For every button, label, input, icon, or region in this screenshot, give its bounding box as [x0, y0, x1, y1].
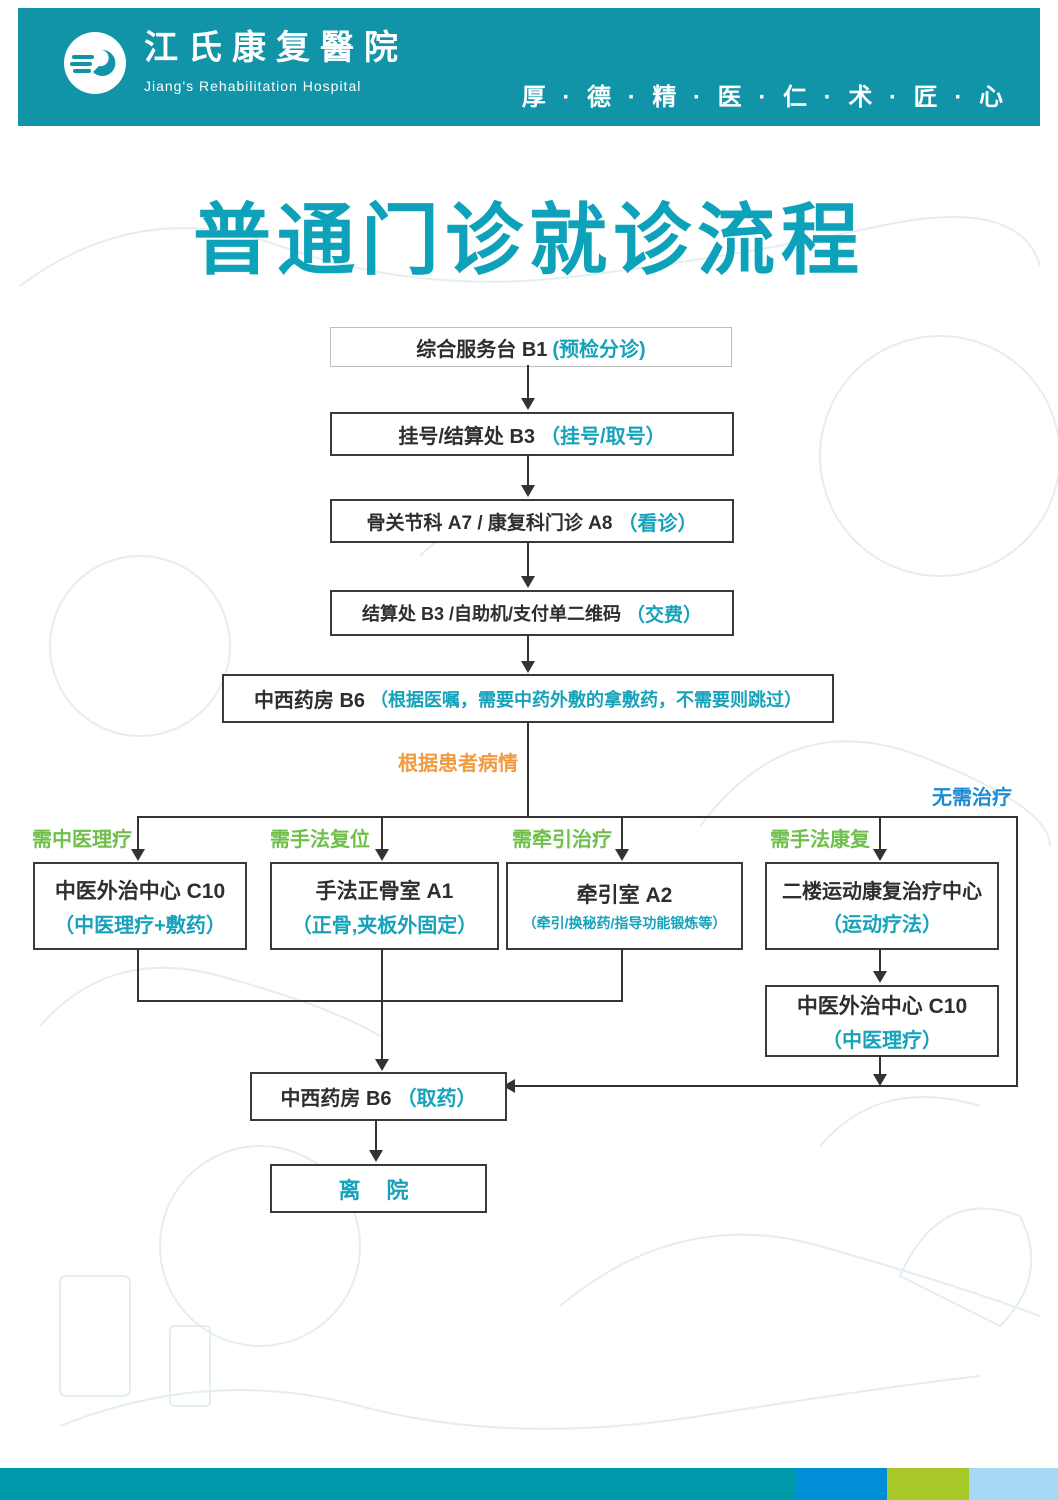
branch-box-tcm-center: 中医外治中心 C10 （中医理疗+敷药） — [33, 862, 247, 950]
merge-bus-line — [137, 1000, 623, 1002]
no-treatment-label: 无需治疗 — [932, 787, 1012, 809]
arrow-down-icon — [615, 849, 629, 861]
arrow-down-icon — [131, 849, 145, 861]
branch-main: 牵引室 A2 — [576, 884, 673, 907]
branch-label-traction: 需牵引治疗 — [512, 829, 612, 851]
step-note: （根据医嘱，需要中药外敷的拿敷药，不需要则跳过） — [370, 689, 803, 710]
connector — [375, 1119, 377, 1151]
connector — [879, 1055, 881, 1075]
connector — [137, 818, 139, 850]
arrow-down-icon — [873, 849, 887, 861]
branch-note: （运动疗法） — [822, 914, 942, 936]
connector — [137, 948, 139, 1001]
sub-main: 中医外治中心 C10 — [796, 994, 968, 1018]
connector — [879, 948, 881, 972]
step-note: （交费） — [626, 604, 703, 626]
connector — [879, 818, 881, 850]
branch-main: 中医外治中心 C10 — [54, 879, 226, 903]
flow-step-service-desk: 综合服务台 B1 (预检分诊) — [330, 327, 732, 367]
step-note: （挂号/取号） — [540, 425, 666, 448]
condition-label: 根据患者病情 — [398, 753, 518, 775]
arrow-down-icon — [873, 971, 887, 983]
connector — [621, 948, 623, 1001]
step-main: 中西药房 B6 — [253, 690, 366, 712]
branch-box-sport-rehab-center: 二楼运动康复治疗中心 （运动疗法） — [765, 862, 999, 950]
branch-note: （正骨,夹板外固定） — [291, 914, 478, 937]
branch-note: （牵引/换秘药/指导功能锻炼等） — [522, 915, 727, 931]
discharge-label: 离 院 — [338, 1177, 419, 1203]
arrow-down-icon — [521, 398, 535, 410]
step-main: 结算处 B3 /自助机/支付单二维码 — [361, 604, 621, 624]
branch-box-bone-setting: 手法正骨室 A1 （正骨,夹板外固定） — [270, 862, 499, 950]
step-note: （取药） — [396, 1088, 477, 1110]
connector — [527, 454, 529, 486]
sub-note: （中医理疗） — [822, 1029, 942, 1052]
flow-step-payment: 结算处 B3 /自助机/支付单二维码 （交费） — [330, 590, 734, 636]
connector-no-treatment — [1016, 818, 1018, 1086]
hospital-logo-icon — [64, 32, 126, 94]
branch-box-traction-room: 牵引室 A2 （牵引/换秘药/指导功能锻炼等） — [506, 862, 743, 950]
connector — [381, 948, 383, 1060]
page-title: 普通门诊就诊流程 — [192, 196, 865, 284]
branch-bus-line — [137, 816, 1018, 818]
flow-step-pharmacy-pickup: 中西药房 B6 （取药） — [250, 1072, 507, 1121]
branch-main: 二楼运动康复治疗中心 — [782, 881, 982, 903]
arrow-down-icon — [873, 1074, 887, 1086]
connector — [527, 365, 529, 399]
connector — [527, 634, 529, 662]
step-note: (预检分诊) — [552, 338, 646, 361]
connector — [621, 818, 623, 850]
connector — [527, 721, 529, 817]
branch-note: （中医理疗+敷药） — [54, 914, 226, 937]
hospital-brand: 江氏康复醫院 Jiang's Rehabilitation Hospital — [62, 22, 408, 96]
step-main: 中西药房 B6 — [280, 1088, 392, 1110]
footer-strip-green — [887, 1468, 969, 1500]
footer-strip-lightblue — [969, 1468, 1058, 1500]
step-main: 挂号/结算处 B3 — [398, 425, 536, 448]
step-note: （看诊） — [617, 512, 698, 535]
connector — [527, 541, 529, 577]
header-banner: 江氏康复醫院 Jiang's Rehabilitation Hospital 厚… — [18, 8, 1040, 126]
arrow-down-icon — [521, 661, 535, 673]
branch-main: 手法正骨室 A1 — [315, 879, 454, 903]
arrow-down-icon — [375, 1059, 389, 1071]
step-main: 骨关节科 A7 / 康复科门诊 A8 — [366, 512, 613, 534]
flow-step-registration: 挂号/结算处 B3 （挂号/取号） — [330, 412, 734, 456]
footer-strip-teal — [0, 1468, 795, 1500]
return-line — [514, 1085, 1018, 1087]
branch-label-manual-rehab: 需手法康复 — [770, 829, 870, 851]
arrow-down-icon — [521, 485, 535, 497]
arrow-down-icon — [375, 849, 389, 861]
hospital-slogan: 厚 · 德 · 精 · 医 · 仁 · 术 · 匠 · 心 — [521, 84, 1008, 111]
flow-step-consultation: 骨关节科 A7 / 康复科门诊 A8 （看诊） — [330, 499, 734, 543]
arrow-down-icon — [369, 1150, 383, 1162]
arrow-down-icon — [521, 576, 535, 588]
branch-label-manual-reduction: 需手法复位 — [270, 829, 370, 851]
hospital-name-en: Jiang's Rehabilitation Hospital — [144, 78, 362, 94]
sub-box-tcm-center: 中医外治中心 C10 （中医理疗） — [765, 985, 999, 1057]
branch-label-tcm: 需中医理疗 — [32, 829, 132, 851]
flow-step-discharge: 离 院 — [270, 1164, 487, 1213]
step-main: 综合服务台 B1 — [416, 338, 548, 361]
footer-strip-blue — [795, 1468, 887, 1500]
flow-step-pharmacy-dressing: 中西药房 B6 （根据医嘱，需要中药外敷的拿敷药，不需要则跳过） — [222, 674, 834, 723]
connector — [381, 818, 383, 850]
hospital-name-zh: 江氏康复醫院 — [144, 30, 408, 67]
